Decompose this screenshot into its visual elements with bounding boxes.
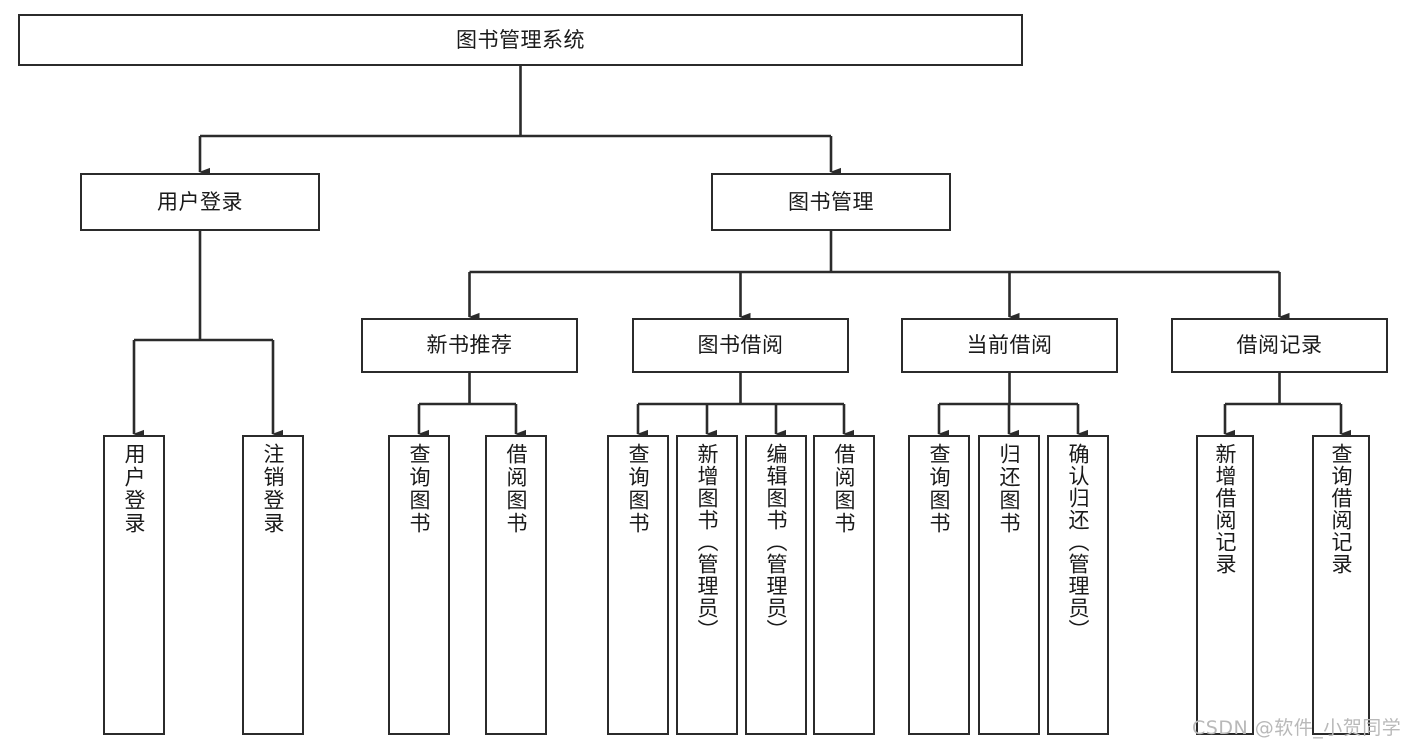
node-label-leaf-cur-return: 归还图书 bbox=[997, 443, 1022, 535]
node-label-newbooks: 新书推荐 bbox=[426, 333, 513, 358]
node-leaf-rec-query[interactable]: 查询借阅记录 bbox=[1312, 435, 1370, 735]
node-borrow[interactable]: 图书借阅 bbox=[632, 318, 849, 373]
node-label-leaf-bo-edit: 编辑图书（管理员） bbox=[764, 443, 789, 641]
node-newbooks[interactable]: 新书推荐 bbox=[361, 318, 578, 373]
node-leaf-cur-return[interactable]: 归还图书 bbox=[978, 435, 1040, 735]
node-leaf-user-logout[interactable]: 注销登录 bbox=[242, 435, 304, 735]
node-leaf-bo-query[interactable]: 查询图书 bbox=[607, 435, 669, 735]
node-label-leaf-user-logout: 注销登录 bbox=[261, 443, 286, 535]
node-leaf-cur-query[interactable]: 查询图书 bbox=[908, 435, 970, 735]
node-label-bookmgmt: 图书管理 bbox=[788, 189, 874, 214]
node-leaf-new-query[interactable]: 查询图书 bbox=[388, 435, 450, 735]
node-leaf-rec-add[interactable]: 新增借阅记录 bbox=[1196, 435, 1254, 735]
node-label-leaf-rec-query: 查询借阅记录 bbox=[1329, 443, 1354, 575]
node-label-login: 用户登录 bbox=[157, 189, 243, 214]
node-label-leaf-cur-confirm: 确认归还（管理员） bbox=[1066, 443, 1091, 641]
node-label-current: 当前借阅 bbox=[966, 333, 1053, 358]
node-login[interactable]: 用户登录 bbox=[80, 173, 320, 231]
node-label-leaf-bo-query: 查询图书 bbox=[626, 443, 651, 535]
node-label-leaf-cur-query: 查询图书 bbox=[927, 443, 952, 535]
node-leaf-bo-edit[interactable]: 编辑图书（管理员） bbox=[745, 435, 807, 735]
node-current[interactable]: 当前借阅 bbox=[901, 318, 1118, 373]
node-leaf-new-borrow[interactable]: 借阅图书 bbox=[485, 435, 547, 735]
node-label-root: 图书管理系统 bbox=[456, 27, 585, 52]
csdn-watermark: CSDN @软件_小贺同学 bbox=[1192, 717, 1402, 739]
node-leaf-bo-borrow[interactable]: 借阅图书 bbox=[813, 435, 875, 735]
node-leaf-user-login[interactable]: 用户登录 bbox=[103, 435, 165, 735]
node-records[interactable]: 借阅记录 bbox=[1171, 318, 1388, 373]
node-label-records: 借阅记录 bbox=[1236, 333, 1323, 358]
node-label-leaf-new-borrow: 借阅图书 bbox=[504, 443, 529, 535]
node-bookmgmt[interactable]: 图书管理 bbox=[711, 173, 951, 231]
node-label-borrow: 图书借阅 bbox=[697, 333, 784, 358]
node-label-leaf-rec-add: 新增借阅记录 bbox=[1213, 443, 1238, 575]
node-label-leaf-user-login: 用户登录 bbox=[122, 443, 147, 535]
node-leaf-bo-add[interactable]: 新增图书（管理员） bbox=[676, 435, 738, 735]
node-root[interactable]: 图书管理系统 bbox=[18, 14, 1023, 66]
node-label-leaf-new-query: 查询图书 bbox=[407, 443, 432, 535]
node-leaf-cur-confirm[interactable]: 确认归还（管理员） bbox=[1047, 435, 1109, 735]
node-label-leaf-bo-add: 新增图书（管理员） bbox=[695, 443, 720, 641]
node-label-leaf-bo-borrow: 借阅图书 bbox=[832, 443, 857, 535]
